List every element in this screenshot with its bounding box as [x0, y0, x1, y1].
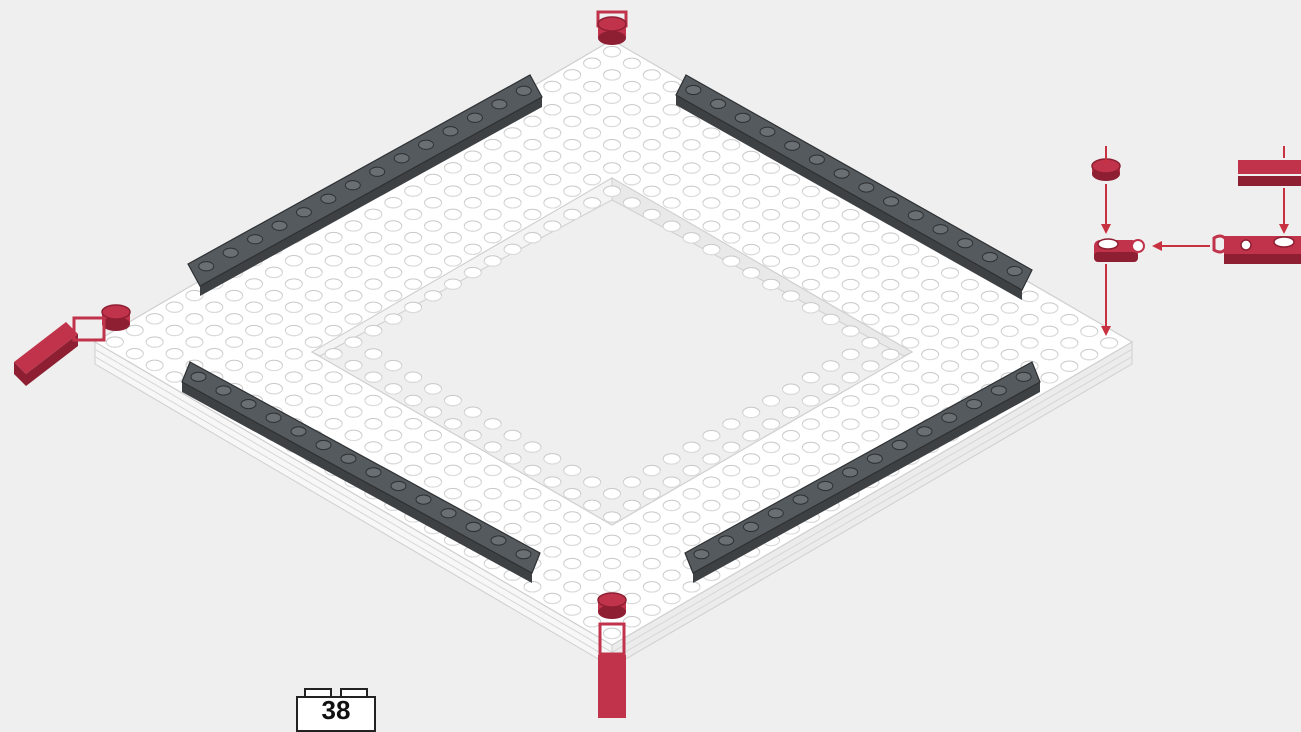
- tile-stud: [785, 141, 800, 150]
- tile-stud: [443, 127, 458, 136]
- tile-stud: [859, 183, 874, 192]
- tile-stud: [416, 495, 431, 504]
- tile-stud: [711, 99, 726, 108]
- tile-stud: [366, 468, 381, 477]
- tile-stud: [466, 522, 481, 531]
- tile-stud: [809, 155, 824, 164]
- tile-stud: [248, 235, 263, 244]
- tile-stud: [1007, 266, 1022, 275]
- tile-stud: [199, 262, 214, 271]
- tile-stud: [743, 522, 758, 531]
- subassembly-callout: [1094, 146, 1301, 334]
- tile-stud: [391, 481, 406, 490]
- tile-stud: [793, 495, 808, 504]
- tile-stud: [291, 427, 306, 436]
- tile-stud: [760, 127, 775, 136]
- bottom-bar: [598, 655, 626, 718]
- tile-stud: [917, 427, 932, 436]
- tile-stud: [991, 386, 1006, 395]
- tile-stud: [719, 536, 734, 545]
- tile-stud: [982, 253, 997, 262]
- tile-stud: [394, 154, 409, 163]
- tile-stud: [419, 140, 434, 149]
- baseplate-frame: [95, 40, 1132, 667]
- tile-stud: [321, 194, 336, 203]
- tile-stud: [843, 468, 858, 477]
- tile-stud: [694, 550, 709, 559]
- tile-stud: [341, 454, 356, 463]
- tile-stud: [296, 208, 311, 217]
- tile-stud: [908, 211, 923, 220]
- tile-stud: [266, 413, 281, 422]
- tile-stud: [818, 481, 833, 490]
- tile-stud: [191, 372, 206, 381]
- callout-red-tile: [1238, 160, 1301, 186]
- tile-stud: [958, 239, 973, 248]
- tile-stud: [892, 440, 907, 449]
- frame-top-surface: [95, 40, 1132, 645]
- tile-stud: [370, 167, 385, 176]
- left-clip: [74, 318, 104, 340]
- top-round-plate: [598, 17, 626, 45]
- tile-stud: [241, 400, 256, 409]
- tile-stud: [441, 509, 456, 518]
- tile-stud: [735, 113, 750, 122]
- tile-stud: [942, 413, 957, 422]
- tile-stud: [768, 509, 783, 518]
- tile-stud: [1016, 372, 1031, 381]
- tile-stud: [834, 169, 849, 178]
- tile-stud: [272, 221, 287, 230]
- tile-stud: [223, 248, 238, 257]
- tile-stud: [492, 100, 507, 109]
- tile-stud: [516, 86, 531, 95]
- tile-stud: [884, 197, 899, 206]
- tile-stud: [216, 386, 231, 395]
- left-round-plate: [102, 305, 130, 331]
- tile-stud: [316, 440, 331, 449]
- callout-hinge-plate: [1094, 239, 1144, 262]
- tile-stud: [967, 400, 982, 409]
- tile-stud: [345, 181, 360, 190]
- tile-stud: [467, 113, 482, 122]
- bottom-round-plate: [598, 593, 626, 619]
- tile-stud: [867, 454, 882, 463]
- tile-stud: [686, 85, 701, 94]
- tile-stud: [516, 550, 531, 559]
- page-number: 38: [296, 697, 376, 723]
- tile-stud: [933, 225, 948, 234]
- page-number-badge: 38: [296, 688, 380, 728]
- callout-hinge-bar: [1214, 236, 1301, 264]
- tile-stud: [491, 536, 506, 545]
